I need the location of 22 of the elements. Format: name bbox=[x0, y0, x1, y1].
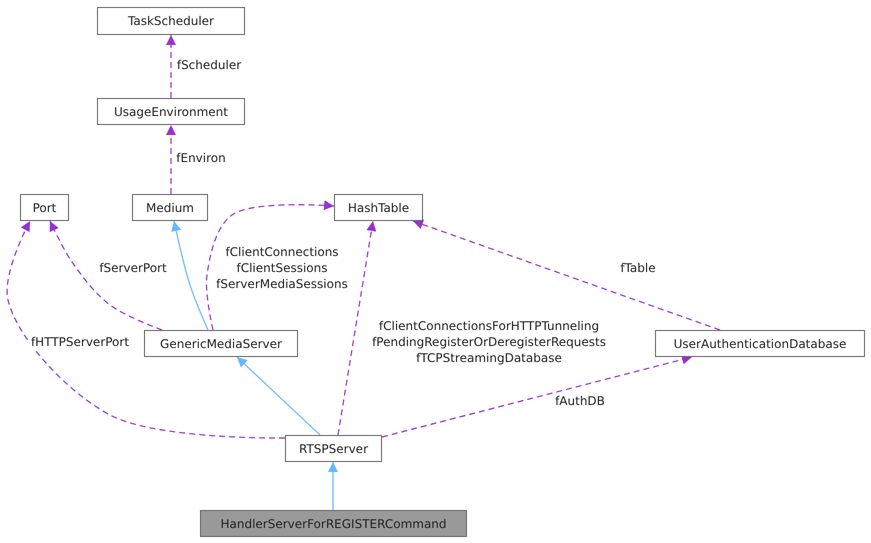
dashed-arrow bbox=[412, 220, 720, 331]
edge-label: fClientConnectionsForHTTPTunneling fPendingRegisterOrDeregisterRequests fTCPStreamingDatabase bbox=[371, 318, 607, 366]
dashed-arrow bbox=[49, 220, 162, 331]
inheritance-arrow bbox=[236, 356, 320, 436]
dashed-arrow bbox=[166, 35, 176, 98]
class-box: UsageEnvironment bbox=[97, 98, 245, 125]
dashed-arrow bbox=[166, 125, 176, 194]
class-box: UserAuthenticationDatabase bbox=[655, 330, 865, 357]
inheritance-arrow bbox=[171, 220, 209, 330]
class-box: TaskScheduler bbox=[97, 7, 245, 35]
dashed-arrow bbox=[206, 200, 334, 330]
edge-label: fHTTPServerPort bbox=[30, 334, 130, 350]
dashed-arrow bbox=[337, 220, 376, 436]
dashed-arrow bbox=[6, 220, 285, 439]
class-box: RTSPServer bbox=[285, 435, 382, 462]
class-box: HashTable bbox=[334, 194, 423, 221]
class-box: Medium bbox=[132, 194, 208, 221]
dashed-arrow bbox=[382, 354, 692, 438]
highlighted-class-box: HandlerServerForREGISTERCommand bbox=[200, 510, 467, 537]
class-box: Port bbox=[20, 194, 69, 221]
inheritance-arrow bbox=[328, 462, 338, 510]
class-box: GenericMediaServer bbox=[144, 330, 298, 357]
